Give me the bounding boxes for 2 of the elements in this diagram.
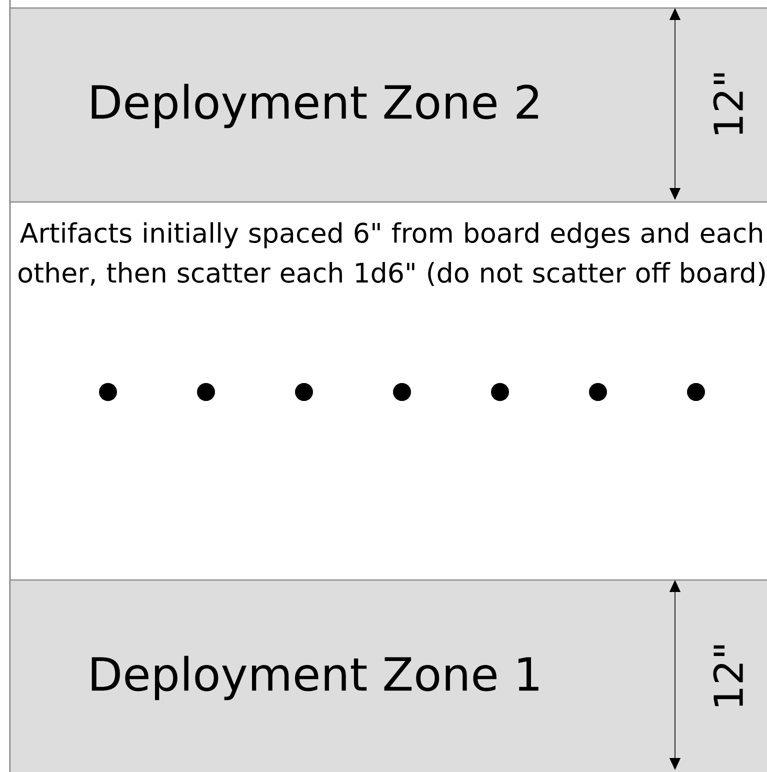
dimension-label: 12": [713, 73, 743, 134]
dimension-label: 12": [713, 645, 743, 706]
